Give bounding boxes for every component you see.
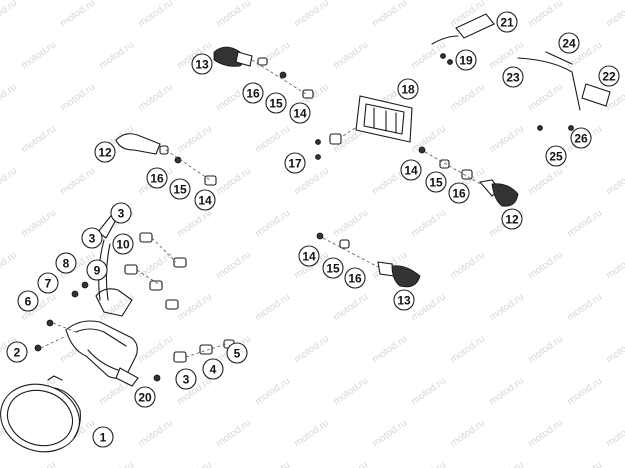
callout-badge: 12 bbox=[94, 141, 116, 163]
callout-label: 3 bbox=[183, 373, 190, 387]
callout-label: 15 bbox=[173, 183, 187, 197]
callout-badge: 14 bbox=[298, 245, 320, 267]
callout-label: 15 bbox=[269, 97, 283, 111]
callout-badge: 16 bbox=[146, 167, 168, 189]
callout-badge: 26 bbox=[570, 127, 592, 149]
callout-badge: 18 bbox=[397, 78, 419, 100]
callout-label: 25 bbox=[549, 150, 563, 164]
callout-badge: 16 bbox=[344, 267, 366, 289]
bracket-hardware bbox=[34, 232, 235, 382]
plate-light bbox=[431, 13, 495, 65]
callout-badge: 15 bbox=[322, 257, 344, 279]
callout-label: 10 bbox=[116, 238, 130, 252]
callout-badge: 24 bbox=[558, 32, 580, 54]
reflector-bracket bbox=[517, 51, 611, 131]
callout-badge: 4 bbox=[202, 358, 224, 380]
callout-badge: 3 bbox=[110, 202, 132, 224]
callout-label: 2 bbox=[14, 346, 21, 360]
callout-badge: 25 bbox=[545, 145, 567, 167]
callout-label: 13 bbox=[397, 294, 411, 308]
callout-label: 22 bbox=[602, 70, 616, 84]
callout-badge: 6 bbox=[17, 290, 39, 312]
callout-label: 16 bbox=[348, 272, 362, 286]
callout-badge: 2 bbox=[6, 341, 28, 363]
turn-signal-right bbox=[418, 146, 519, 207]
callout-label: 1 bbox=[100, 431, 107, 445]
turn-signal-top-left bbox=[213, 46, 314, 99]
callout-label: 23 bbox=[506, 71, 520, 85]
callout-label: 16 bbox=[452, 187, 466, 201]
callouts: 1 2 3 3 3 4 5 6 7 8 9 10 12 12 13 13 14 … bbox=[6, 11, 620, 448]
callout-badge: 14 bbox=[400, 159, 422, 181]
callout-badge: 10 bbox=[112, 233, 134, 255]
callout-badge: 5 bbox=[226, 342, 248, 364]
callout-badge: 15 bbox=[425, 171, 447, 193]
callout-label: 5 bbox=[234, 347, 241, 361]
callout-badge: 23 bbox=[502, 66, 524, 88]
callout-label: 14 bbox=[198, 194, 212, 208]
callout-badge: 15 bbox=[265, 92, 287, 114]
callout-label: 17 bbox=[288, 157, 302, 171]
callout-badge: 17 bbox=[284, 152, 306, 174]
callout-badge: 7 bbox=[37, 272, 59, 294]
callout-badge: 12 bbox=[501, 208, 523, 230]
turn-signal-left bbox=[115, 133, 217, 186]
callout-badge: 22 bbox=[598, 65, 620, 87]
callout-label: 21 bbox=[500, 16, 514, 30]
callout-badge: 16 bbox=[448, 182, 470, 204]
callout-label: 14 bbox=[293, 107, 307, 121]
callout-label: 12 bbox=[98, 146, 112, 160]
callout-label: 12 bbox=[505, 213, 519, 227]
callout-label: 26 bbox=[574, 132, 588, 146]
callout-badge: 20 bbox=[134, 386, 156, 408]
callout-badge: 13 bbox=[191, 53, 213, 75]
callout-badge: 19 bbox=[455, 49, 477, 71]
callout-label: 20 bbox=[138, 391, 152, 405]
callout-badge: 1 bbox=[92, 426, 114, 448]
callout-label: 16 bbox=[150, 172, 164, 186]
callout-label: 9 bbox=[94, 264, 101, 278]
callout-label: 15 bbox=[429, 176, 443, 190]
callout-badge: 3 bbox=[175, 368, 197, 390]
headlight bbox=[0, 375, 81, 453]
callout-badge: 14 bbox=[289, 102, 311, 124]
callout-badge: 3 bbox=[81, 227, 103, 249]
callout-label: 18 bbox=[401, 83, 415, 97]
callout-label: 3 bbox=[89, 232, 96, 246]
callout-label: 7 bbox=[45, 277, 52, 291]
turn-signal-center bbox=[316, 232, 421, 288]
callout-label: 16 bbox=[246, 87, 260, 101]
callout-badge: 21 bbox=[496, 11, 518, 33]
callout-badge: 16 bbox=[242, 82, 264, 104]
callout-label: 8 bbox=[63, 257, 70, 271]
callout-badge: 15 bbox=[169, 178, 191, 200]
callout-badge: 8 bbox=[55, 252, 77, 274]
callout-badge: 14 bbox=[194, 189, 216, 211]
callout-label: 15 bbox=[326, 262, 340, 276]
callout-label: 13 bbox=[195, 58, 209, 72]
callout-badge: 9 bbox=[86, 259, 108, 281]
callout-label: 4 bbox=[210, 363, 217, 377]
callout-label: 3 bbox=[118, 207, 125, 221]
tail-light-assembly bbox=[315, 95, 413, 160]
callout-label: 19 bbox=[459, 54, 473, 68]
callout-label: 14 bbox=[404, 164, 418, 178]
callout-badge: 13 bbox=[393, 289, 415, 311]
callout-label: 24 bbox=[562, 37, 576, 51]
callout-label: 14 bbox=[302, 250, 316, 264]
callout-label: 6 bbox=[25, 295, 32, 309]
